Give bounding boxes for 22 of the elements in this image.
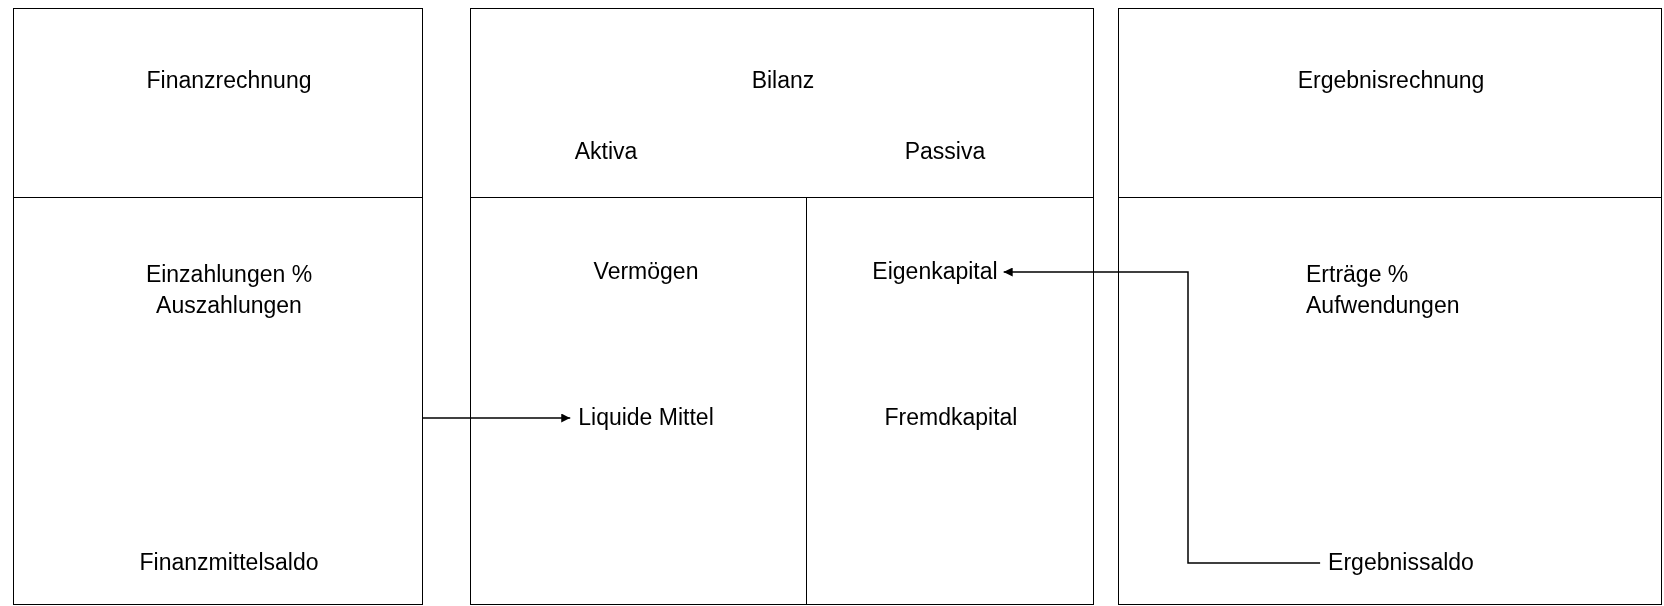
item-text: Eigenkapital: [872, 256, 998, 288]
column-box: [806, 197, 1094, 605]
panel-header: [1118, 8, 1662, 198]
arrow: [1002, 267, 1321, 564]
title-text: Ergebnisrechnung: [1297, 66, 1485, 96]
title-text: Finanzrechnung: [146, 66, 312, 96]
item-text: Erträge % Aufwendungen: [1306, 258, 1496, 322]
column-label: Aktiva: [574, 137, 638, 167]
item-text: Einzahlungen % Auszahlungen: [144, 259, 314, 320]
panel-body: [13, 197, 423, 605]
column-label: Passiva: [904, 137, 986, 167]
item-text: Ergebnissaldo: [1328, 547, 1474, 579]
title-text: Bilanz: [751, 66, 815, 96]
panel-body: [1118, 197, 1662, 605]
panel-header: [470, 8, 1094, 198]
item-text: Liquide Mittel: [578, 402, 714, 434]
column-box: [470, 197, 807, 605]
item-text: Finanzmittelsaldo: [139, 548, 319, 578]
item-text: Vermögen: [593, 256, 699, 288]
arrow: [422, 413, 571, 423]
item-text: Fremdkapital: [884, 402, 1018, 434]
panel-header: [13, 8, 423, 198]
